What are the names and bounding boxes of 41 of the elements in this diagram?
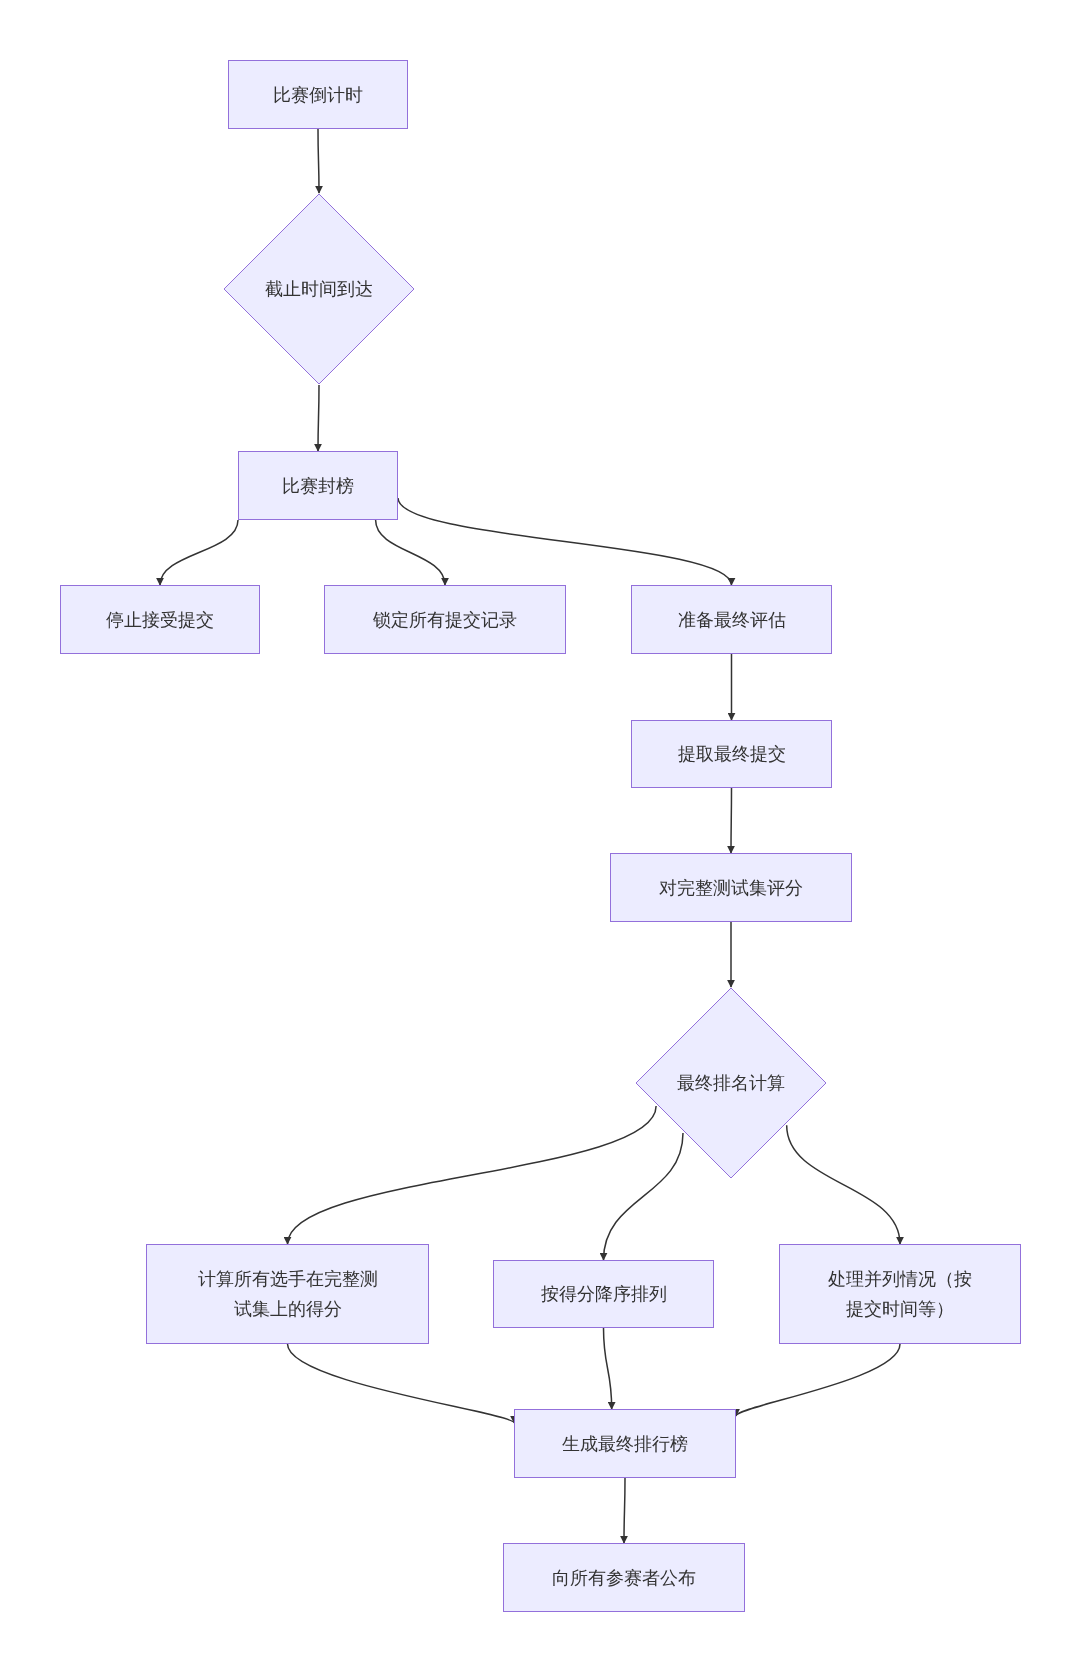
- node-label: 生成最终排行榜: [562, 1431, 688, 1456]
- arrow: [286, 1343, 515, 1424]
- node-label: 准备最终评估: [677, 607, 786, 632]
- arrow: [315, 128, 323, 194]
- node-label: 锁定所有提交记录: [373, 607, 517, 632]
- arrow: [602, 1327, 616, 1410]
- node-label: 比赛倒计时: [273, 82, 363, 107]
- process-box: [324, 585, 566, 654]
- arrow: [735, 1343, 901, 1417]
- process-box: [610, 853, 852, 922]
- arrow: [620, 1477, 628, 1544]
- node-label: 截止时间到达: [265, 277, 373, 301]
- process-box: [503, 1543, 745, 1612]
- process-box: [146, 1244, 429, 1344]
- process-box: [631, 720, 832, 788]
- process-box: [228, 60, 408, 129]
- process-box: [238, 451, 398, 520]
- process-box: [60, 585, 260, 654]
- node-label: 按得分降序排列: [540, 1282, 667, 1306]
- node-label: 停止接受提交: [106, 607, 214, 632]
- node-label: 对完整测试集评分: [659, 875, 803, 900]
- arrow: [727, 653, 736, 721]
- arrow: [600, 1132, 684, 1261]
- arrow: [785, 1124, 903, 1245]
- node-label: 向所有参赛者公布: [552, 1565, 696, 1590]
- arrow: [397, 497, 733, 586]
- arrow: [727, 787, 735, 854]
- process-box: [493, 1260, 714, 1328]
- arrow: [286, 1105, 657, 1245]
- node-label: 最终排名计算: [677, 1071, 785, 1095]
- node-label: 提取最终提交: [677, 742, 786, 766]
- arrow: [727, 921, 735, 988]
- process-box: [514, 1409, 736, 1478]
- node-label: 处理并列情况（按提交时间等）: [827, 1267, 973, 1321]
- arrow: [157, 519, 239, 586]
- node-label: 比赛封榜: [282, 473, 354, 498]
- arrow: [374, 519, 448, 586]
- arrow: [314, 384, 322, 452]
- node-label: 计算所有选手在完整测试集上的得分: [196, 1267, 379, 1321]
- process-box: [631, 585, 832, 654]
- process-box: [779, 1244, 1021, 1344]
